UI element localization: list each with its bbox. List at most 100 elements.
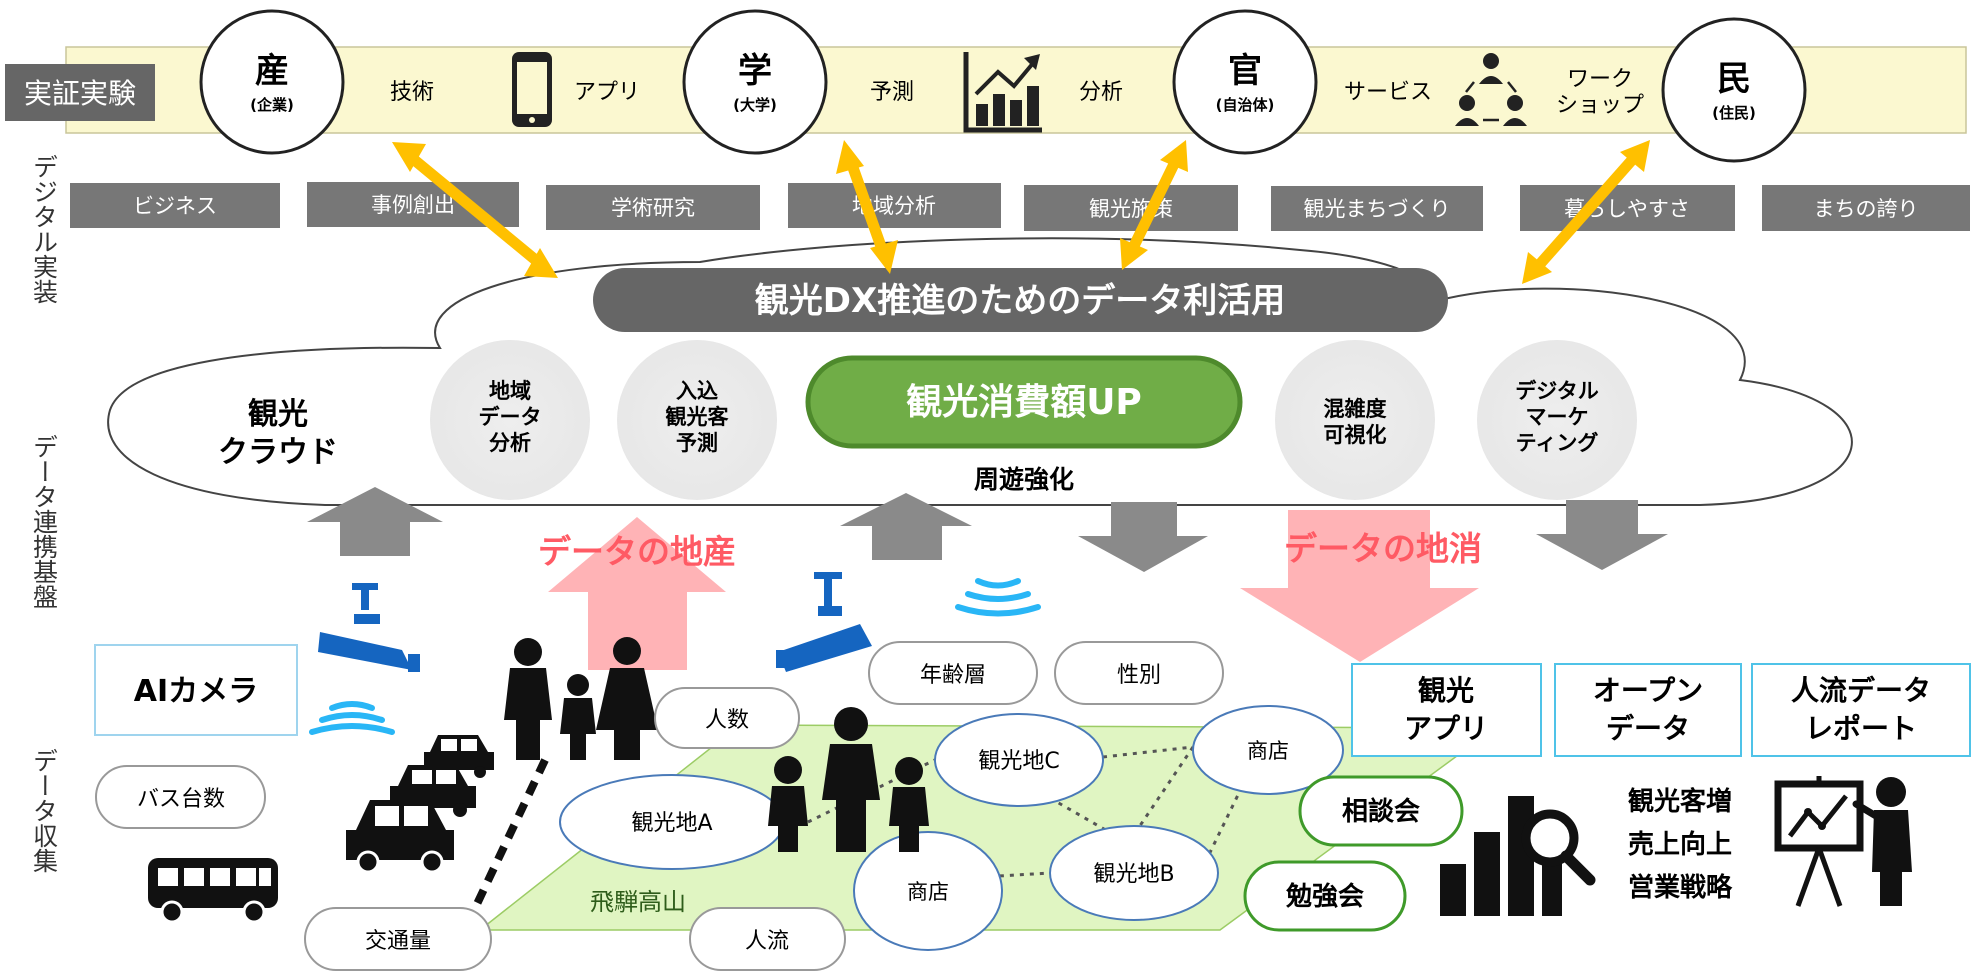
stakeholder-citizens: 民 (住民): [1661, 17, 1807, 163]
outcome-box: [546, 185, 760, 230]
band-item-app: アプリ: [574, 80, 640, 105]
output-open-data: オープン データ: [1554, 663, 1742, 757]
double-arrow-icon: [392, 142, 558, 278]
function-label: 可視化: [1324, 423, 1387, 447]
up-arrow-icon: [307, 487, 443, 556]
output-label: オープン: [1593, 674, 1703, 707]
double-arrow-icon: [836, 140, 898, 274]
output-label: アプリ: [1404, 712, 1488, 745]
function-label: 入込: [676, 379, 718, 403]
outcome-label: 観光まちづくり: [1304, 197, 1451, 221]
function-label: マーケ: [1526, 405, 1589, 429]
traffic-label: 交通量: [365, 929, 431, 954]
outcome-box: [1271, 186, 1483, 231]
cloud-name-line1: 観光: [248, 397, 308, 432]
stakeholder-industry: 産 (企業): [199, 9, 345, 155]
stakeholder-sub: (大学): [733, 96, 777, 114]
band-item-shop: ショップ: [1556, 93, 1644, 118]
function-label: ティング: [1516, 431, 1599, 455]
shop-node: [1192, 705, 1344, 795]
band-item-work: ワーク: [1567, 67, 1633, 92]
outcome-label: 事例創出: [371, 193, 455, 217]
camera-icon: [776, 572, 872, 672]
consumption-up-pill: [805, 355, 1243, 449]
band-label: 実証実験: [24, 77, 136, 110]
shop-node: [853, 831, 1003, 951]
stakeholder-main: 官: [1228, 51, 1262, 91]
data-flow-arrows: データの地産 データの地消: [538, 510, 1482, 670]
function-label: データ: [479, 405, 542, 429]
double-arrow-icon: [1120, 140, 1188, 270]
result-item: 営業戦略: [1628, 872, 1733, 903]
output-label: データ: [1606, 712, 1690, 745]
side-label-implementation: デジタル実装: [30, 154, 59, 304]
bus-icon: [148, 858, 278, 924]
cloud-title-banner: [593, 268, 1448, 332]
outcome-label: 学術研究: [611, 196, 695, 220]
result-item: 観光客増: [1628, 786, 1732, 817]
people-count-pill: [654, 687, 800, 749]
consume-label: データの地消: [1284, 529, 1482, 568]
function-label: 地域: [489, 379, 531, 403]
consultation-pill: [1298, 775, 1464, 847]
double-arrow-icon: [1522, 140, 1650, 284]
ai-camera-label: AIカメラ: [134, 674, 258, 709]
side-labels: デジタル実装 データ連携基盤 データ収集: [30, 154, 59, 873]
traffic-pill: [304, 907, 492, 971]
outcome-boxes: ビジネス 事例創出 学術研究 地域分析 観光施策 観光まちづくり 暮らしやすさ …: [70, 182, 1970, 231]
function-label: 分析: [489, 431, 531, 455]
function-bubble-digital-marketing: デジタル マーケ ティング: [1477, 340, 1637, 500]
function-label: デジタル: [1515, 379, 1599, 403]
takayama-map: 飛騨高山 観光地A 観光地C 商店 観光地B 商店: [477, 705, 1498, 951]
study-session-pill: [1243, 860, 1407, 932]
output-label: 人流データ: [1791, 674, 1931, 707]
age-pill: [868, 641, 1038, 705]
bus-count-pill: バス台数: [95, 765, 266, 829]
outcome-label: ビジネス: [133, 194, 217, 218]
function-bubble-congestion: 混雑度 可視化: [1275, 340, 1435, 500]
side-label-platform: データ連携基盤: [30, 434, 59, 609]
region-label: 飛騨高山: [590, 888, 686, 916]
stakeholder-government: 官 (自治体): [1172, 9, 1318, 155]
down-arrow-icon: [1536, 500, 1668, 570]
link-arrows: [392, 140, 1650, 284]
stakeholder-sub: (企業): [250, 96, 294, 114]
consumption-up-label: 観光消費額UP: [906, 382, 1142, 423]
smartphone-icon: [512, 52, 552, 127]
outcome-box: [1520, 185, 1735, 231]
function-label: 予測: [676, 431, 718, 455]
outcome-box: [788, 183, 1001, 228]
demonstration-band: 実証実験 産 (企業) 学 (大学) 官 (自治体) 民 (住民) 技術: [5, 9, 1967, 163]
stakeholder-main: 学: [738, 51, 772, 91]
tourism-cloud: 観光DX推進のためのデータ利活用 観光 クラウド 地域 データ 分析 入込 観光…: [107, 237, 1853, 506]
consultation-label: 相談会: [1342, 796, 1420, 827]
stakeholder-sub: (住民): [1712, 104, 1756, 122]
output-boxes: 観光 アプリ オープン データ 人流データ レポート: [1351, 663, 1971, 757]
cloud-name-line2: クラウド: [218, 435, 338, 470]
produce-label: データの地産: [538, 532, 736, 571]
outcome-box: [1762, 185, 1970, 231]
study-session-label: 勉強会: [1285, 882, 1364, 912]
tourists-icon: [768, 707, 929, 852]
gender-label: 性別: [1117, 663, 1161, 688]
event-pills: 相談会 勉強会: [1243, 775, 1464, 932]
growth-chart-icon: [963, 52, 1042, 133]
tourist-spot-label: 観光地A: [631, 811, 712, 836]
stakeholder-main: 民: [1717, 59, 1751, 99]
output-flow-report: 人流データ レポート: [1751, 663, 1971, 757]
up-arrow-icon: [840, 493, 972, 560]
excursion-label: 周遊強化: [974, 465, 1074, 494]
presentation-icon: [1774, 776, 1912, 907]
output-label: 観光: [1418, 674, 1474, 707]
stakeholder-academia: 学 (大学): [682, 9, 828, 155]
side-label-collection: データ収集: [30, 748, 59, 873]
flow-pill: [689, 907, 846, 971]
workshop-people-icon: [1455, 53, 1527, 126]
gray-arrows: [307, 487, 1668, 572]
ai-camera-box: AIカメラ: [94, 644, 298, 736]
cloud-title: 観光DX推進のためのデータ利活用: [755, 281, 1285, 321]
camera-icon: [318, 583, 420, 672]
function-label: 観光客: [666, 405, 730, 429]
attribute-pills: 人数 年齢層 性別 交通量 人流: [304, 641, 1224, 971]
function-bubble-regional-analysis: 地域 データ 分析: [430, 340, 590, 500]
